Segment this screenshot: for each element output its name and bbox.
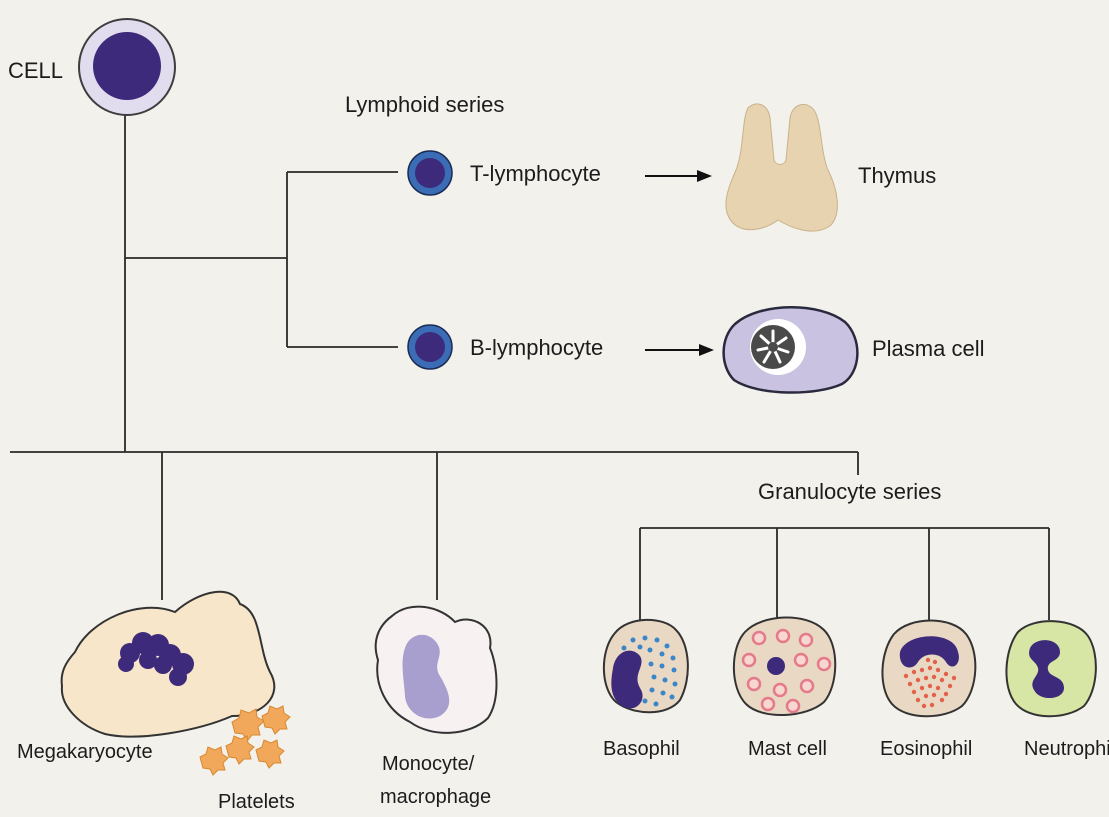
monocyte-cell <box>376 607 497 733</box>
basophil-cell <box>604 620 688 712</box>
plasma-cell-label: Plasma cell <box>872 336 984 361</box>
granulocyte-series-label: Granulocyte series <box>758 479 941 504</box>
neutrophil-label: Neutrophil <box>1024 738 1109 760</box>
monocyte-label-line2: macrophage <box>380 786 491 808</box>
basophil-label: Basophil <box>603 738 680 760</box>
monocyte-label-line1: Monocyte/ <box>382 753 475 775</box>
plasma-cell <box>724 307 858 392</box>
b-lymphocyte-cell <box>408 325 452 369</box>
mast-cell <box>734 617 835 715</box>
t-lymphocyte-label: T-lymphocyte <box>470 161 601 186</box>
eosinophil-cell <box>882 621 975 717</box>
b-lymphocyte-label: B-lymphocyte <box>470 335 603 360</box>
t-lymphocyte-cell <box>408 151 452 195</box>
mast-cell-label: Mast cell <box>748 738 827 760</box>
megakaryocyte-label: Megakaryocyte <box>17 741 153 763</box>
thymus-shape <box>726 104 838 231</box>
stem-cell <box>79 19 175 115</box>
platelets-label: Platelets <box>218 791 295 813</box>
arrow-to-thymus <box>645 170 712 182</box>
eosinophil-label: Eosinophil <box>880 738 972 760</box>
stem-cell-label: CELL <box>8 58 63 83</box>
arrow-to-plasma-cell <box>645 344 714 356</box>
lymphoid-series-label: Lymphoid series <box>345 92 504 117</box>
thymus-label: Thymus <box>858 163 936 188</box>
neutrophil-cell <box>1006 621 1095 716</box>
